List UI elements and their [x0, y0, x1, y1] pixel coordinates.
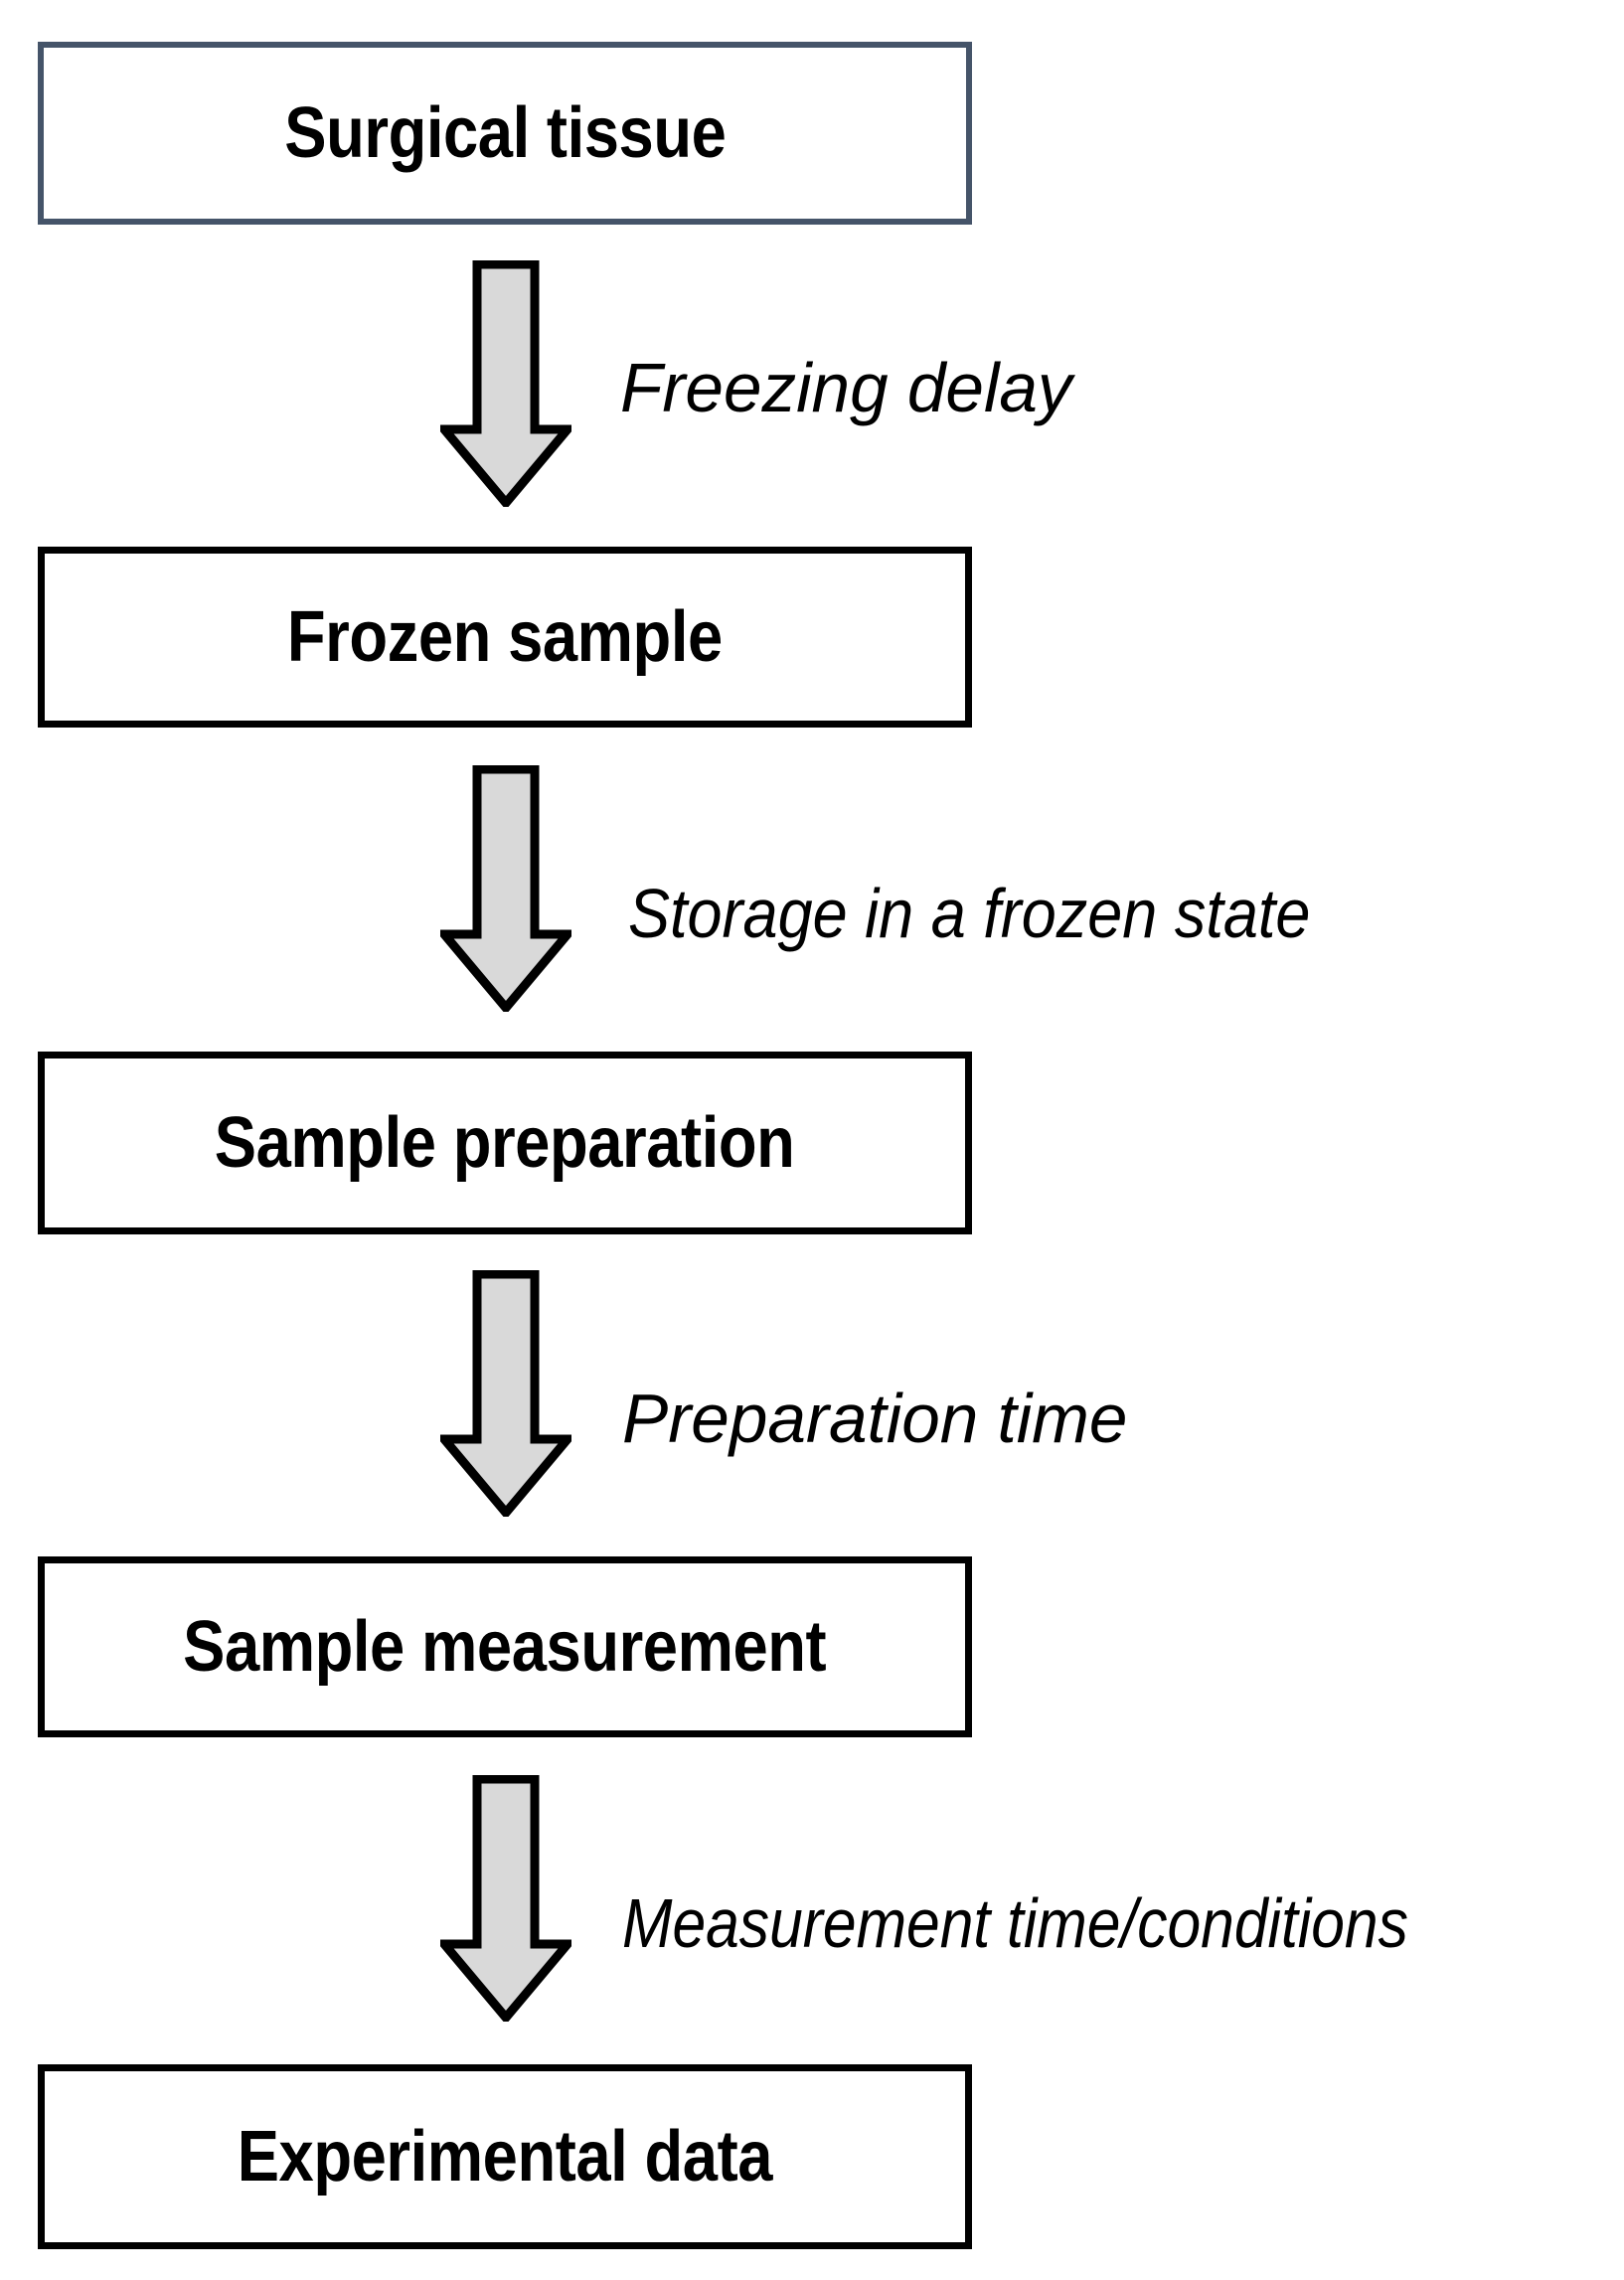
edge-label-freezing-delay: Freezing delay [620, 349, 1072, 426]
node-sample-preparation[interactable]: Sample preparation [38, 1052, 972, 1234]
node-label: Surgical tissue [283, 93, 727, 173]
edge-label-measurement-time-conditions: Measurement time/conditions [622, 1884, 1408, 1962]
node-label: Sample measurement [183, 1607, 827, 1687]
node-label: Experimental data [237, 2117, 773, 2197]
node-frozen-sample[interactable]: Frozen sample [38, 547, 972, 728]
arrow-down-icon-4 [440, 1775, 571, 2022]
arrow-down-icon-3 [440, 1270, 571, 1517]
node-sample-measurement[interactable]: Sample measurement [38, 1556, 972, 1737]
node-label: Frozen sample [287, 597, 723, 677]
edge-label-storage-in-a-frozen-state: Storage in a frozen state [628, 875, 1311, 952]
node-surgical-tissue[interactable]: Surgical tissue [38, 42, 972, 225]
edge-label-preparation-time: Preparation time [622, 1380, 1128, 1457]
arrow-down-icon-2 [440, 765, 571, 1012]
node-label: Sample preparation [215, 1103, 795, 1183]
arrow-down-icon-1 [440, 260, 571, 507]
node-experimental-data[interactable]: Experimental data [38, 2064, 972, 2249]
